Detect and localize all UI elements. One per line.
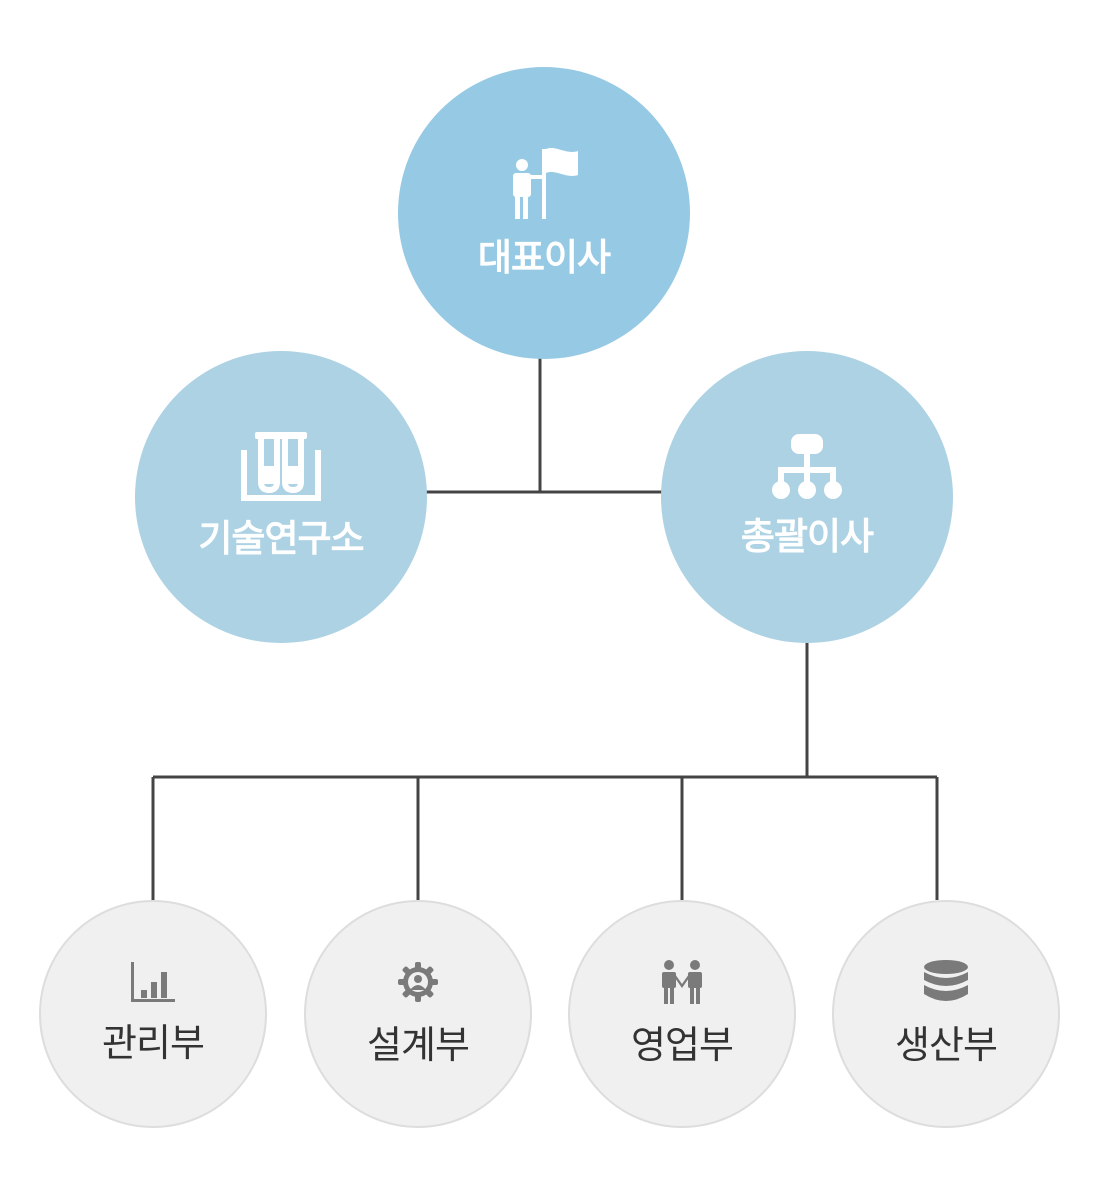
bar-chart-icon [131, 961, 175, 1002]
research-lab-label: 기술연구소 [198, 517, 364, 560]
test-tubes-icon [241, 432, 321, 502]
sales-dept-node: 영업부 [568, 900, 796, 1128]
database-icon [923, 959, 969, 1004]
design-dept-label: 설계부 [367, 1022, 470, 1067]
leader-flag-icon [508, 145, 580, 221]
ceo-label: 대표이사 [477, 236, 611, 279]
admin-dept-node: 관리부 [39, 900, 267, 1128]
design-dept-node: 설계부 [304, 900, 532, 1128]
gear-person-icon [396, 960, 440, 1004]
people-icon [659, 959, 705, 1004]
research-lab-node: 기술연구소 [135, 351, 427, 643]
ceo-node: 대표이사 [398, 67, 690, 359]
general-director-label: 총괄이사 [740, 515, 874, 558]
sales-dept-label: 영업부 [631, 1022, 734, 1067]
production-dept-label: 생산부 [895, 1022, 998, 1067]
production-dept-node: 생산부 [832, 900, 1060, 1128]
sitemap-icon [769, 434, 845, 500]
general-director-node: 총괄이사 [661, 351, 953, 643]
admin-dept-label: 관리부 [102, 1020, 205, 1065]
